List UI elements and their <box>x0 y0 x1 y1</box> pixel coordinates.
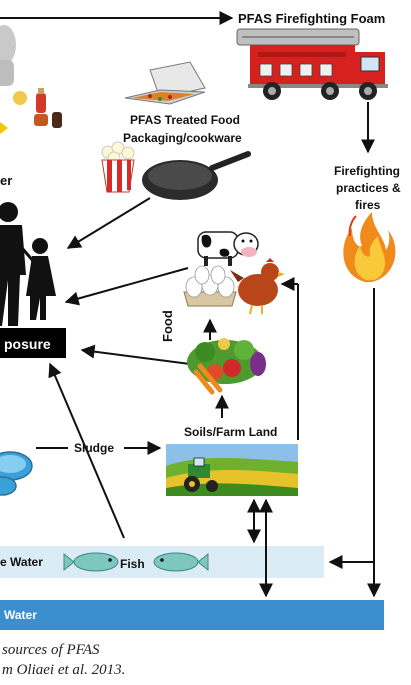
arrow-fish-to-exposure <box>48 362 125 539</box>
pizza-box-icon <box>124 61 206 105</box>
label-fish: Fish <box>120 557 145 571</box>
label-food: Food <box>160 310 175 342</box>
ground-water-band <box>0 600 384 630</box>
label-food-pack-2: Packaging/cookware <box>123 131 242 145</box>
cow-icon <box>197 231 259 266</box>
caption-line-2: m Oliaei et al. 2013. <box>2 662 126 678</box>
caption-line-1: sources of PFAS <box>2 642 100 658</box>
frying-pan-icon <box>142 151 251 200</box>
fish-icon-2 <box>153 552 209 572</box>
family-silhouette-icon <box>0 202 56 326</box>
label-fire-2: practices & <box>336 181 401 195</box>
label-ground-water: Water <box>4 608 37 622</box>
label-sludge: Sludge <box>74 441 114 455</box>
arrow-cow-to-exposure <box>64 267 189 306</box>
label-foam: PFAS Firefighting Foam <box>238 11 385 26</box>
label-surface-water: e Water <box>0 555 43 569</box>
label-left-partial: er <box>0 173 12 188</box>
exposure-box <box>0 328 66 358</box>
farmland-icon <box>166 444 298 496</box>
eggs-icon <box>183 265 237 307</box>
label-soils: Soils/Farm Land <box>184 425 277 439</box>
label-fire-3: fires <box>355 198 381 212</box>
arrow-vegetables-to-exposure <box>80 344 191 365</box>
popcorn-icon <box>101 141 135 193</box>
label-fire-1: Firefighting <box>334 164 400 178</box>
fire-truck-icon <box>236 28 388 100</box>
flame-icon <box>343 212 396 282</box>
fish-icon <box>63 552 119 572</box>
label-exposure: posure <box>4 336 51 352</box>
label-food-pack-1: PFAS Treated Food <box>130 113 240 127</box>
worker-icon <box>0 25 62 134</box>
treatment-plant-icon <box>0 451 33 496</box>
hen-icon <box>230 258 285 315</box>
vegetables-icon <box>187 338 266 395</box>
arrow-pan-to-exposure <box>66 197 151 249</box>
